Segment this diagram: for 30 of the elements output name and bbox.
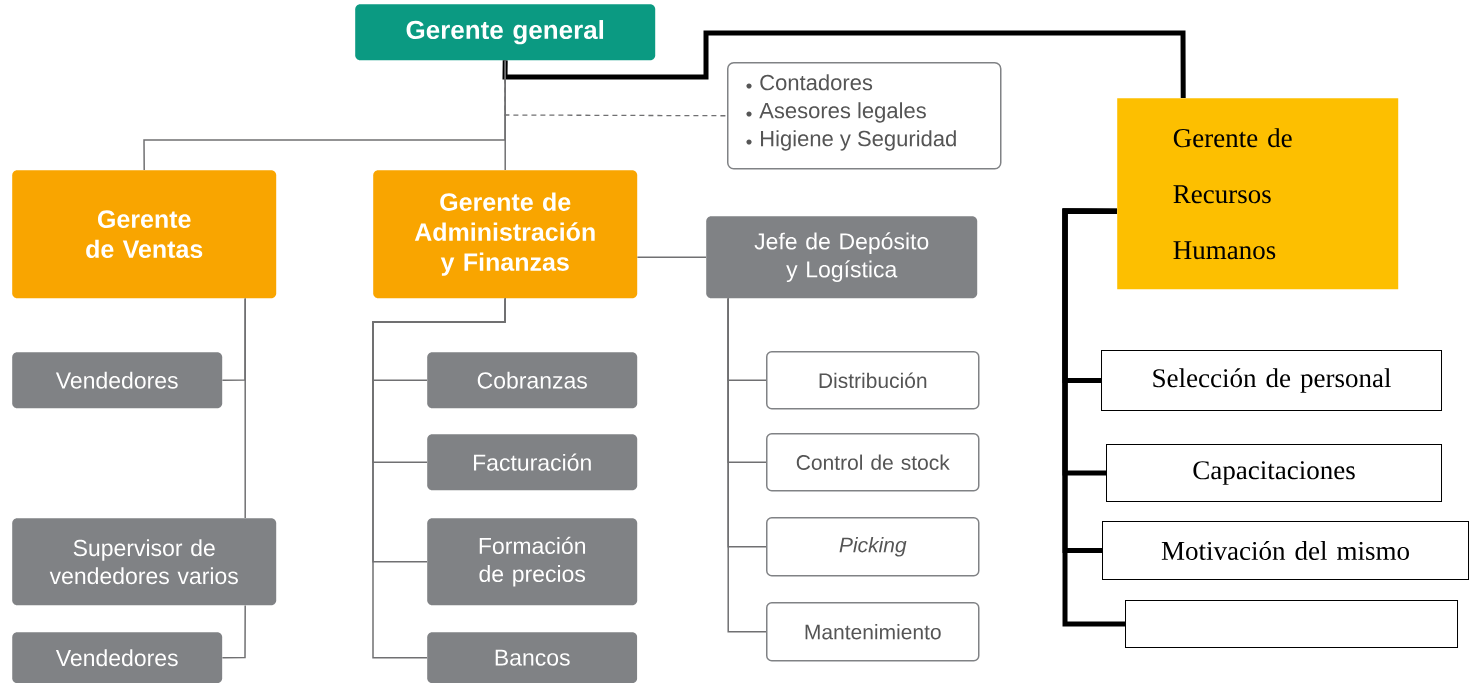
connector-line — [502, 30, 1186, 98]
task-box: Motivación del mismo — [1102, 521, 1469, 580]
connector-line — [221, 604, 246, 659]
position-box: Facturación — [427, 434, 638, 491]
task-box: Capacitaciones — [1106, 444, 1442, 502]
manager-box: Gerente de Recursos Humanos — [1117, 98, 1399, 290]
position-box: Supervisor de vendedores varios — [12, 518, 277, 606]
position-box: Formación de precios — [427, 518, 638, 606]
title-box: Gerente general — [355, 4, 656, 61]
connector-line — [244, 297, 246, 519]
connector-line — [504, 59, 506, 171]
manager-box: Gerente de Administración y Finanzas — [373, 170, 638, 299]
position-box: Vendedores — [12, 352, 223, 409]
position-box: Vendedores — [12, 632, 223, 683]
position-box: Cobranzas — [427, 352, 638, 409]
connector-line — [727, 297, 767, 633]
position-box: Jefe de Depósito y Logística — [706, 216, 978, 299]
note-box — [727, 62, 1002, 170]
task-box: Distribución — [766, 351, 980, 410]
connector-line — [372, 297, 506, 659]
empty-box — [1125, 600, 1458, 648]
position-box: Bancos — [427, 632, 638, 683]
task-box: Mantenimiento — [766, 602, 980, 662]
task-box: Control de stock — [766, 433, 980, 492]
manager-box: Gerente de Ventas — [12, 170, 277, 299]
task-box: Picking — [766, 517, 980, 577]
task-box: Selección de personal — [1101, 350, 1442, 411]
connector-line — [636, 256, 707, 258]
connector-line — [1062, 208, 1125, 627]
note-text: Contadores Asesores legales Higiene y Seguridad — [759, 74, 956, 151]
